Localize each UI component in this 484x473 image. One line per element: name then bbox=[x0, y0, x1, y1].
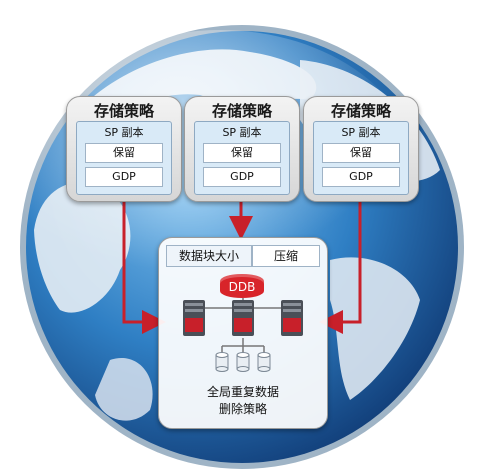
storage-policy-card-3: 存储策略 SP 副本 保留 GDP bbox=[303, 96, 419, 202]
policy-title: 存储策略 bbox=[211, 102, 272, 120]
sp-copy-panel: SP 副本 保留 GDP bbox=[313, 121, 409, 195]
retention-label: 保留 bbox=[85, 143, 163, 163]
media-server-icon-3 bbox=[281, 300, 303, 336]
continent-southwest bbox=[95, 358, 153, 421]
sp-copy-panel: SP 副本 保留 GDP bbox=[194, 121, 290, 195]
policy-title: 存储策略 bbox=[93, 102, 154, 120]
chunk-size-label: 数据块大小 bbox=[166, 245, 252, 267]
dedup-policy-label: 全局重复数据 删除策略 bbox=[159, 384, 327, 418]
sp-copy-label: SP 副本 bbox=[341, 126, 381, 139]
storage-disk-icon-3 bbox=[257, 352, 271, 372]
ddb-database-icon: DDB bbox=[220, 274, 264, 298]
arrow-right bbox=[319, 200, 362, 334]
arrow-left bbox=[122, 200, 166, 334]
storage-disk-icon-2 bbox=[236, 352, 250, 372]
sp-copy-label: SP 副本 bbox=[222, 126, 262, 139]
ddb-label: DDB bbox=[228, 280, 256, 294]
retention-label: 保留 bbox=[322, 143, 400, 163]
sp-copy-label: SP 副本 bbox=[104, 126, 144, 139]
media-server-icon-1 bbox=[183, 300, 205, 336]
sp-copy-panel: SP 副本 保留 GDP bbox=[76, 121, 172, 195]
server-topology bbox=[183, 298, 303, 372]
global-dedup-policy-box: 数据块大小 压缩 DDB bbox=[158, 237, 328, 429]
media-server-icon-2 bbox=[232, 300, 254, 336]
storage-disk-icon-1 bbox=[215, 352, 229, 372]
compression-label: 压缩 bbox=[252, 245, 320, 267]
storage-policy-card-2: 存储策略 SP 副本 保留 GDP bbox=[184, 96, 300, 202]
storage-policy-card-1: 存储策略 SP 副本 保留 GDP bbox=[66, 96, 182, 202]
dedup-policy-label-line2: 删除策略 bbox=[218, 402, 267, 416]
policy-title: 存储策略 bbox=[330, 102, 391, 120]
retention-label: 保留 bbox=[203, 143, 281, 163]
gdp-label: GDP bbox=[203, 167, 281, 187]
continent-southeast bbox=[330, 257, 420, 400]
dedup-policy-label-line1: 全局重复数据 bbox=[206, 385, 279, 399]
gdp-label: GDP bbox=[322, 167, 400, 187]
gdp-label: GDP bbox=[85, 167, 163, 187]
